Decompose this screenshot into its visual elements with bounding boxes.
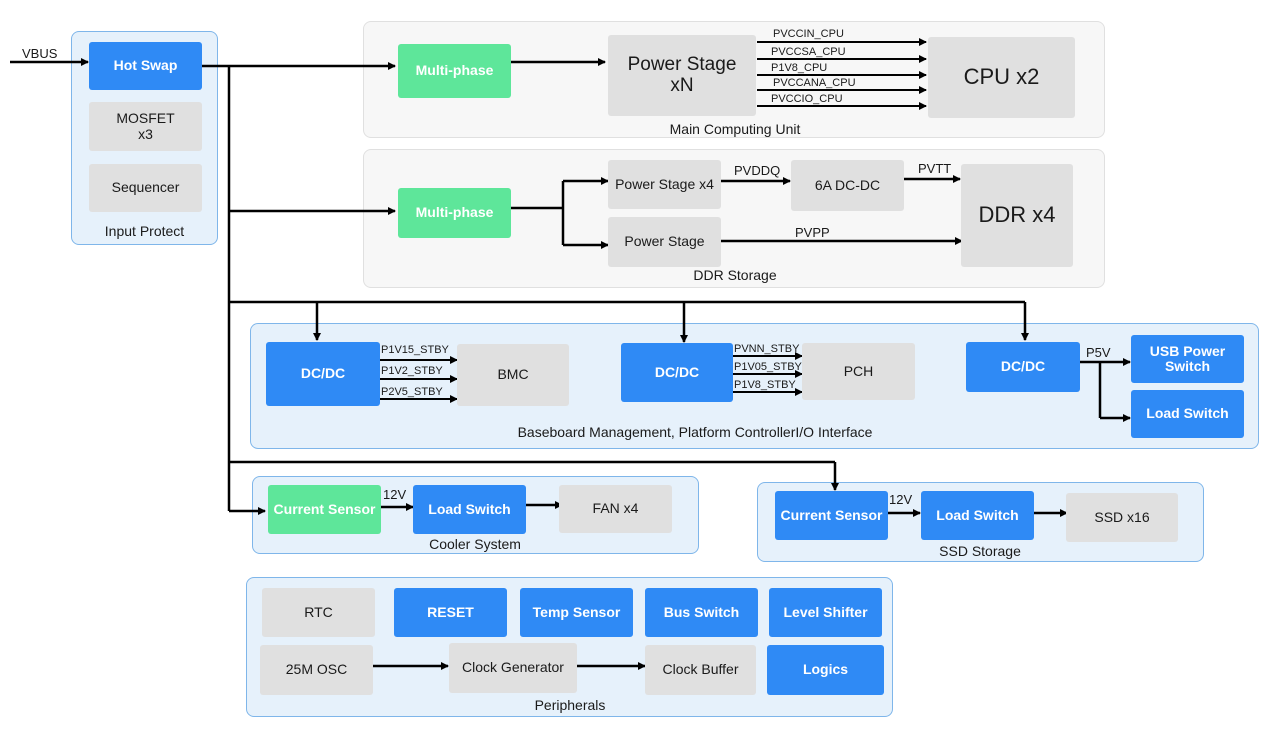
rail-label: P1V8_CPU [771, 62, 828, 74]
pch-block: PCH [802, 343, 915, 400]
bmc-block: BMC [457, 344, 569, 406]
ssd-storage-label: SSD Storage [939, 543, 1021, 559]
dcdc-6a-block: 6A DC-DC [791, 160, 904, 211]
mosfet-block: MOSFET x3 [89, 102, 202, 151]
hot-swap-block: Hot Swap [89, 42, 202, 90]
ddr-power-stage-block: Power Stage [608, 217, 721, 267]
rail-label: PVCCANA_CPU [773, 77, 856, 89]
ssd-current-sensor-block: Current Sensor [775, 491, 888, 540]
main-computing-unit-label: Main Computing Unit [669, 121, 801, 137]
cpu-multiphase-block: Multi-phase [398, 44, 511, 98]
cooler-load-switch-block: Load Switch [413, 485, 526, 534]
baseboard-management-label: Baseboard Management, Platform Controlle… [517, 424, 873, 440]
rail-label: P1V15_STBY [381, 344, 449, 356]
baseboard-management-group [250, 323, 1259, 449]
rail-label: P2V5_STBY [381, 386, 443, 398]
cpu-block: CPU x2 [928, 37, 1075, 118]
fan-block: FAN x4 [559, 485, 672, 533]
ssd-block: SSD x16 [1066, 493, 1178, 542]
usb-dcdc-block: DC/DC [966, 342, 1080, 392]
ddr-block: DDR x4 [961, 164, 1073, 267]
vbus-label: VBUS [22, 46, 58, 61]
logics-block: Logics [767, 645, 884, 695]
cooler-current-sensor-block: Current Sensor [268, 485, 381, 534]
bmc-dcdc-block: DC/DC [266, 342, 380, 406]
reset-block: RESET [394, 588, 507, 637]
p5v-label: P5V [1086, 345, 1111, 360]
bmc-load-switch-block: Load Switch [1131, 390, 1244, 438]
sequencer-block: Sequencer [89, 164, 202, 212]
ssd-12v-label: 12V [889, 492, 913, 507]
pvtt-label: PVTT [918, 161, 952, 176]
rail-label: P1V8_STBY [734, 379, 796, 391]
rail-label: P1V05_STBY [734, 361, 802, 373]
pvpp-label: PVPP [795, 225, 830, 240]
rtc-block: RTC [262, 588, 375, 637]
cpu-power-stage-block: Power Stage xN [608, 35, 756, 116]
rail-label: PVCCIO_CPU [771, 93, 843, 105]
rail-label: PVCCSA_CPU [771, 46, 846, 58]
power-stage-x4-block: Power Stage x4 [608, 160, 721, 209]
bus-switch-block: Bus Switch [645, 588, 758, 637]
rail-label: P1V2_STBY [381, 365, 443, 377]
pvddq-label: PVDDQ [734, 163, 781, 178]
ddr-multiphase-block: Multi-phase [398, 188, 511, 238]
cooler-system-label: Cooler System [429, 536, 521, 552]
osc-block: 25M OSC [260, 645, 373, 695]
ddr-storage-label: DDR Storage [693, 267, 777, 283]
ssd-load-switch-block: Load Switch [921, 491, 1034, 540]
rail-label: PVNN_STBY [734, 343, 800, 355]
usb-power-switch-block: USB Power Switch [1131, 335, 1244, 383]
clock-buffer-block: Clock Buffer [645, 645, 756, 695]
clock-generator-block: Clock Generator [449, 643, 577, 693]
rail-label: PVCCIN_CPU [773, 28, 844, 40]
input-protect-label: Input Protect [104, 223, 185, 239]
cooler-12v-label: 12V [383, 487, 407, 502]
peripherals-label: Peripherals [534, 697, 606, 713]
level-shifter-block: Level Shifter [769, 588, 882, 637]
temp-sensor-block: Temp Sensor [520, 588, 633, 637]
pch-dcdc-block: DC/DC [621, 343, 733, 402]
